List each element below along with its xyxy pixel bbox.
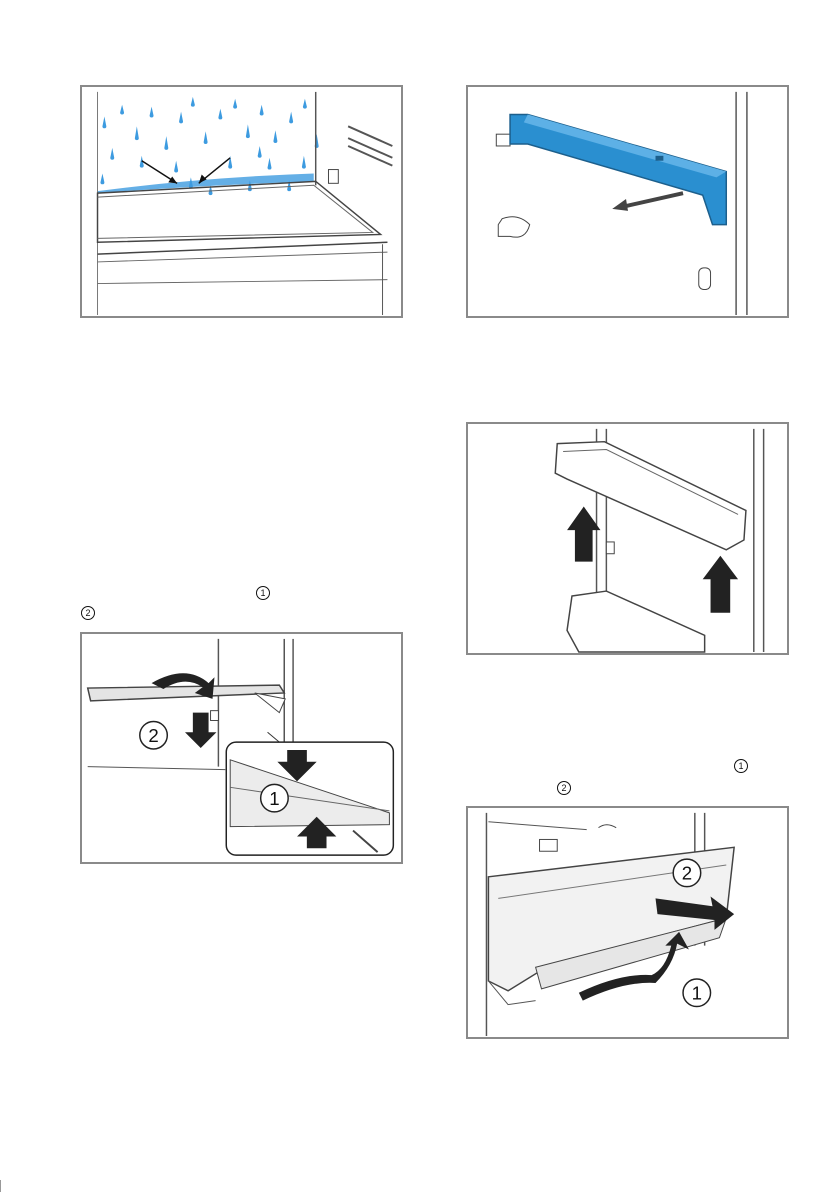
- step-number: 2: [81, 606, 95, 620]
- figure-condensation: [80, 85, 403, 318]
- figure-door-bin: [466, 422, 789, 655]
- step-marker-2-left: 2: [81, 605, 95, 620]
- step-marker-1-right: 1: [734, 758, 748, 773]
- shelf-step1-label: 1: [269, 788, 279, 809]
- step-number: 1: [256, 586, 270, 600]
- crisper-step2-label: 2: [682, 863, 692, 884]
- figure-door-rail: [466, 85, 789, 318]
- step-marker-2-right: 2: [557, 780, 571, 795]
- figure-crisper-drawer: 2 1: [466, 806, 789, 1039]
- step-marker-1-left: 1: [256, 585, 270, 600]
- shelf-step2-label: 2: [148, 725, 158, 746]
- page-edge-mark: [0, 1180, 1, 1192]
- figure-glass-shelf: 2 1: [80, 632, 403, 864]
- step-number: 2: [557, 781, 571, 795]
- step-number: 1: [734, 759, 748, 773]
- crisper-step1-label: 1: [692, 983, 702, 1004]
